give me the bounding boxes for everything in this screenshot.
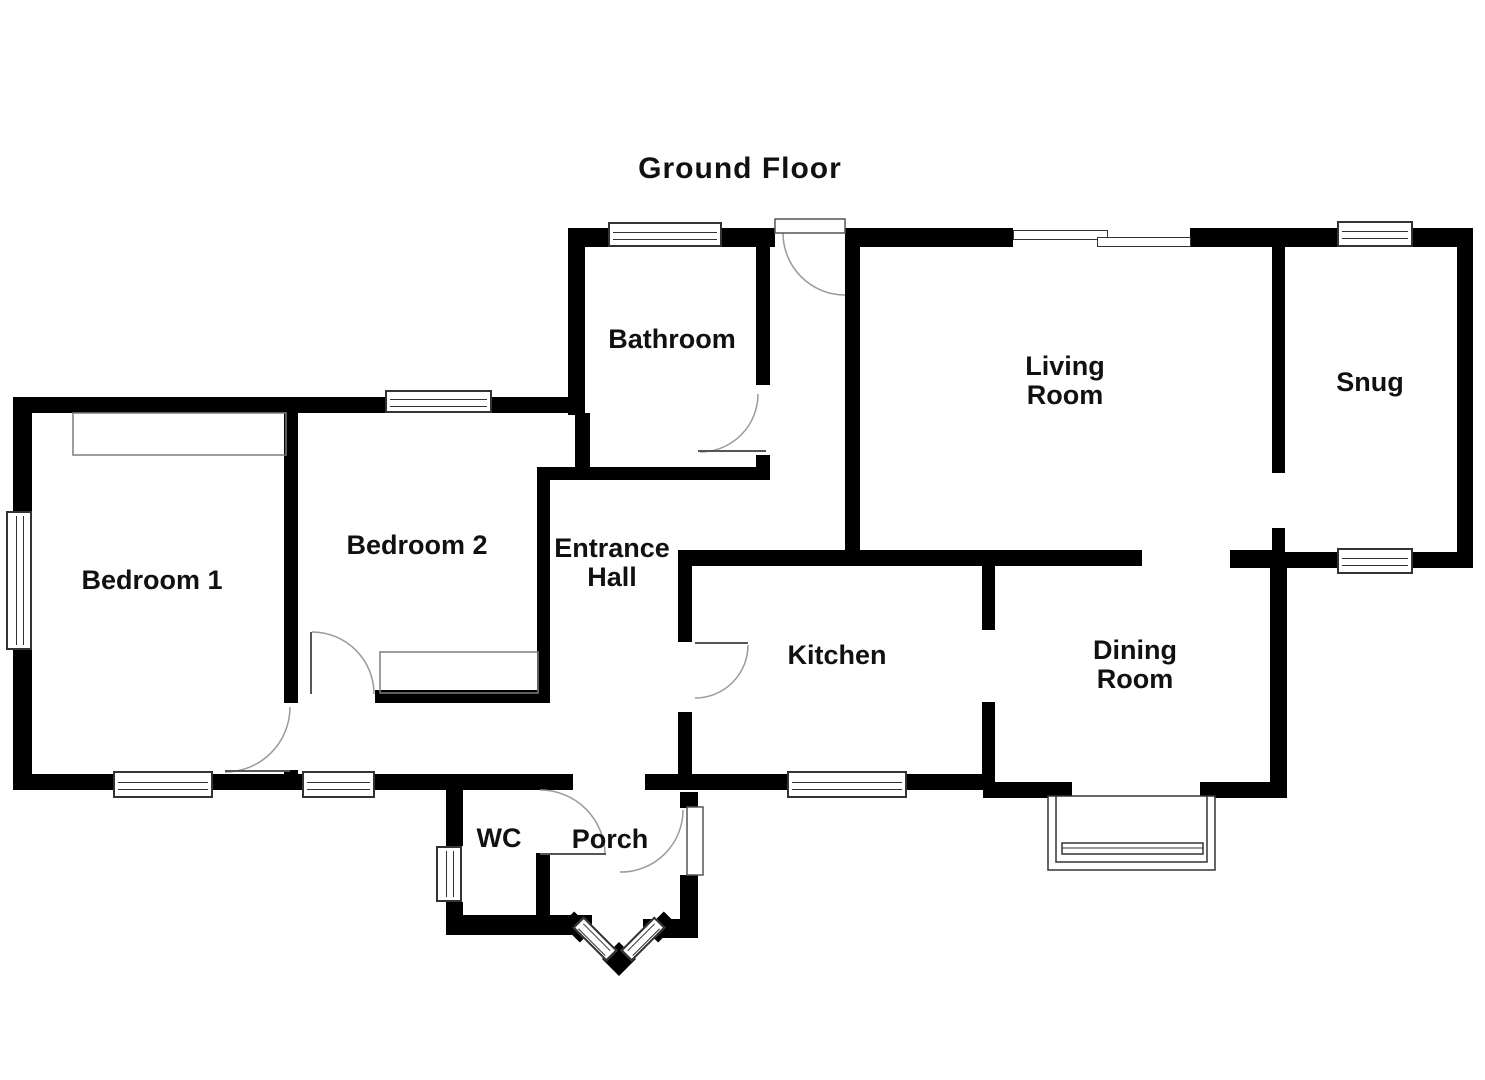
room-label-bedroom1: Bedroom 1 [81,565,223,595]
wall-dining-bottom-1 [983,782,1072,798]
wall-kitchen-dining-divider-lower [982,702,995,782]
living-top-window-b [1097,237,1191,247]
wall-south-4 [645,774,787,790]
wall-south-3 [375,774,573,790]
wall-east [1457,228,1473,568]
wall-kitchen-dining-divider-upper [982,560,995,630]
bathroom-top-window [608,222,722,247]
bedroom2-door-arc [311,631,375,695]
snug-top-window [1337,221,1413,247]
wall-snug-top-1 [1282,228,1337,247]
bedroom1-door-arc [224,706,291,773]
wall-porch-right-lower [680,875,698,923]
porch-door-leaf [686,806,704,876]
room-label-living-room: Living Room [1025,351,1105,411]
kitchen-door-arc [694,644,749,699]
wall-kitchen-left-lower [678,712,692,777]
wall-bathroom-top-1 [573,228,610,247]
kitchen-bottom-window [787,771,907,798]
room-label-bathroom: Bathroom [608,324,736,354]
room-label-snug: Snug [1336,367,1404,397]
wall-hall-left [537,467,550,703]
wall-snug-top-2 [1413,228,1460,247]
wall-south-2 [213,774,302,790]
wall-living-left [845,228,860,550]
wall-wc-bottom [446,915,592,935]
bathroom-door-arc [699,393,759,453]
wall-snug-divider-lower [1272,528,1285,568]
front-door-arc [782,232,846,296]
room-label-dining-room: Dining Room [1093,635,1177,695]
room-label-bedroom2: Bedroom 2 [346,530,488,560]
bedroom2-furniture [379,651,539,694]
page-title: Ground Floor [638,152,842,185]
wall-bedroom-divider-nub [284,770,298,790]
wall-south-1 [13,774,113,790]
bedroom2-top-window [385,390,492,413]
bedroom1-bottom-window [113,771,213,798]
wall-south-5 [907,774,983,790]
wall-living-top-1 [845,228,1013,247]
lobby-door-arc [539,789,606,856]
wall-west-lower [13,650,32,790]
room-label-porch: Porch [571,824,649,854]
wall-bathroom-left-lower [575,413,590,469]
wall-west-upper [13,397,32,511]
front-door-leaf [774,218,846,234]
wall-wc-left-upper [446,790,463,846]
room-label-wc: WC [476,823,522,853]
room-label-kitchen: Kitchen [787,640,887,670]
room-label-entrance-hall: Entrance Hall [554,533,670,593]
wall-wc-left-lower [446,902,463,917]
wall-bathroom-bottom [537,467,763,480]
porch-door-arc [619,809,684,873]
snug-bottom-window [1337,548,1413,574]
wall-kitchen-top-east [1230,550,1272,566]
bedroom1-left-window [6,511,32,650]
living-top-window-a [1013,230,1108,240]
wc-left-window [436,846,462,902]
wall-snug-divider-upper [1272,247,1285,473]
wall-bedroom-divider [284,397,298,703]
corridor-bottom-window [302,771,375,798]
wall-dining-bottom-2 [1200,782,1287,798]
wall-bathroom-right [756,228,770,385]
wall-top-west-2 [492,397,578,413]
dining-bay-window [1047,795,1216,871]
wall-porch-right-upper [680,792,698,808]
wall-kitchen-left-upper [678,550,692,642]
wall-kitchen-top [678,550,1142,566]
wall-bathroom-right-stub [756,455,770,480]
wall-living-top-2 [1190,228,1282,247]
wall-bathroom-left-upper [568,228,585,415]
wall-wc-porch-divider [536,853,550,917]
wall-dining-right [1270,568,1287,798]
bedroom1-furniture [72,412,287,456]
wall-snug-bottom-2 [1413,552,1460,568]
